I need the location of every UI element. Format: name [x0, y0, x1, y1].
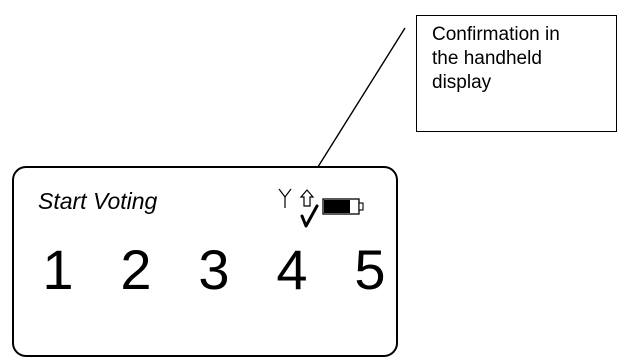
display-title: Start Voting: [38, 188, 158, 214]
vote-option-5: 5: [354, 238, 386, 301]
checkmark-icon: [300, 204, 319, 228]
callout-text: Confirmation in the handheld display: [432, 24, 560, 93]
vote-options: 1 2 3 4 5: [34, 238, 394, 308]
antenna-icon: [278, 188, 292, 208]
status-icons: [278, 188, 364, 228]
vote-option-2: 2: [120, 238, 152, 301]
callout-box: Confirmation in the handheld display: [416, 15, 617, 132]
vote-option-3: 3: [198, 238, 230, 301]
vote-option-1: 1: [42, 238, 74, 301]
battery-icon: [322, 198, 364, 215]
handheld-display: Start Voting 1 2 3 4 5: [12, 166, 398, 357]
vote-option-4: 4: [276, 238, 308, 301]
up-arrow-icon: [299, 189, 315, 207]
